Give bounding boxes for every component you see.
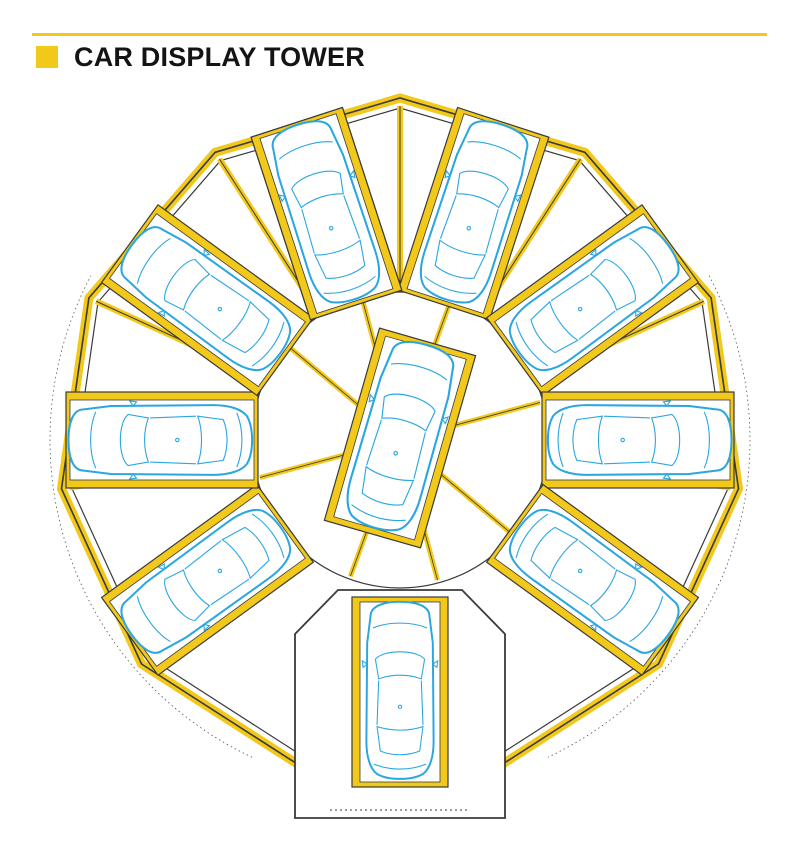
car-top-view-icon [546, 399, 733, 481]
parking-platform [100, 204, 315, 397]
center-turntable [323, 327, 477, 549]
parking-platform [100, 483, 315, 676]
guide-arc-right [547, 275, 751, 758]
parking-platform [65, 391, 259, 489]
header: CAR DISPLAY TOWER [36, 42, 365, 72]
entry-lift-platform [351, 596, 449, 788]
outer-frame-line [60, 97, 740, 769]
guide-arc-left [49, 275, 253, 758]
yellow-square-icon [36, 46, 58, 68]
header-rule [32, 33, 767, 36]
parking-platform [541, 391, 735, 489]
page-title: CAR DISPLAY TOWER [74, 41, 365, 72]
car-top-view-icon [361, 600, 439, 780]
car-top-view-icon [67, 399, 254, 481]
parking-platform [397, 106, 550, 321]
parking-platform [250, 106, 403, 321]
parking-platform [485, 204, 700, 397]
parking-platform [485, 483, 700, 676]
